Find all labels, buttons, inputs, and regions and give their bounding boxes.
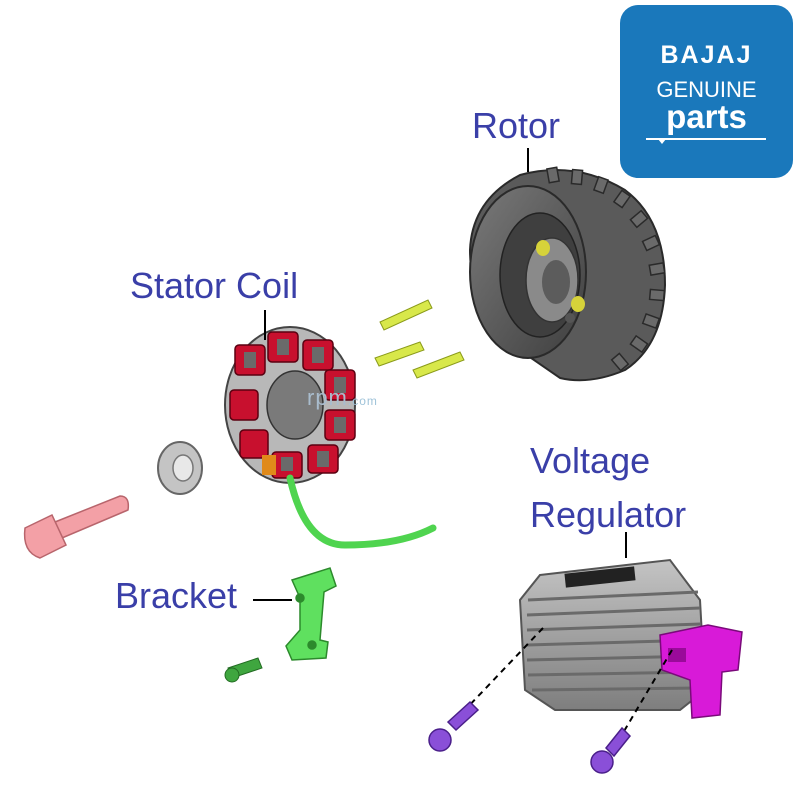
- watermark-suffix: .com: [347, 394, 378, 408]
- stator-coil-part: [224, 326, 356, 484]
- voltage-regulator-label-line2: Regulator: [530, 494, 687, 535]
- bolt-part: [23, 495, 130, 559]
- assembly-line-left: [464, 627, 544, 711]
- washer-part: [157, 441, 203, 495]
- rotor-pins: [374, 299, 465, 379]
- badge-underline-icon: [646, 138, 766, 144]
- bracket-screw: [224, 657, 263, 683]
- regulator-screws: [428, 700, 632, 774]
- watermark: rpm.com: [307, 385, 378, 411]
- badge-parts: parts: [666, 98, 747, 135]
- stator-wire: [286, 474, 437, 549]
- rotor-label: Rotor: [472, 105, 561, 146]
- stator-coil-label: Stator Coil: [130, 265, 299, 306]
- voltage-regulator-label-line1: Voltage: [530, 440, 651, 481]
- watermark-main: rpm: [307, 385, 348, 410]
- badge-genuine: GENUINE: [656, 77, 757, 102]
- voltage-regulator-part: [518, 558, 743, 719]
- rotor-part: [468, 166, 667, 382]
- bracket-label: Bracket: [115, 575, 238, 616]
- bracket-part: [285, 567, 337, 661]
- badge-brand: BAJAJ: [660, 41, 753, 69]
- bajaj-genuine-parts-badge: BAJAJ GENUINE parts: [620, 5, 793, 178]
